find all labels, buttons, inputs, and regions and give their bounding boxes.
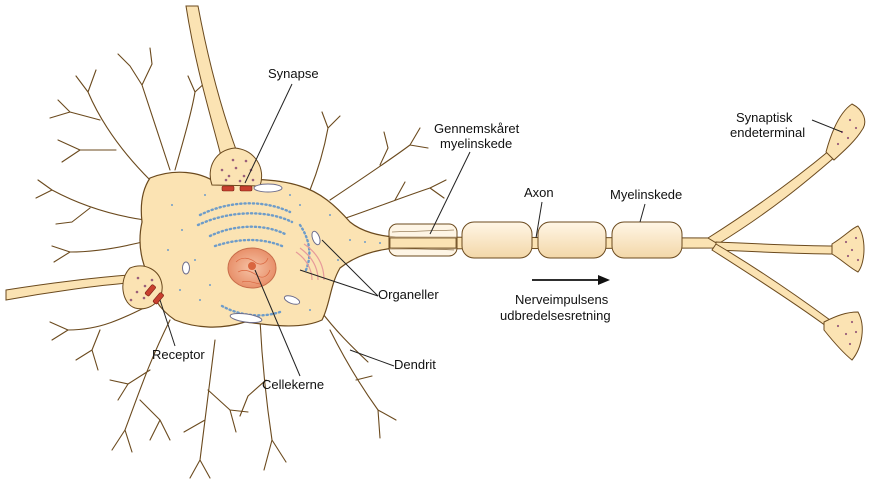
- axon-terminal-branches: [708, 150, 836, 326]
- right-arrow-icon: [532, 275, 610, 285]
- label-nucleus: Cellekerne: [262, 377, 324, 392]
- label-terminal-1: Synaptisk: [736, 110, 793, 125]
- label-myelin: Myelinskede: [610, 187, 682, 202]
- label-axon: Axon: [524, 185, 554, 200]
- label-receptor: Receptor: [152, 347, 205, 362]
- label-terminal-2: endeterminal: [730, 125, 805, 140]
- incoming-axon-top: [186, 6, 238, 160]
- label-synapse: Synapse: [268, 66, 319, 81]
- label-myelin-cut-1: Gennemskåret: [434, 121, 520, 136]
- label-myelin-cut-2: myelinskede: [440, 136, 512, 151]
- label-impulse-1: Nerveimpulsens: [515, 292, 609, 307]
- cell-body: [140, 172, 395, 327]
- incoming-axon-left: [6, 275, 130, 300]
- myelin-cut-segment: [389, 224, 457, 256]
- myelin-segments: [462, 222, 682, 258]
- label-organelles: Organeller: [378, 287, 439, 302]
- synaptic-terminals: [824, 104, 865, 360]
- nucleolus: [248, 262, 256, 270]
- label-dendrite: Dendrit: [394, 357, 436, 372]
- label-impulse-2: udbredelsesretning: [500, 308, 611, 323]
